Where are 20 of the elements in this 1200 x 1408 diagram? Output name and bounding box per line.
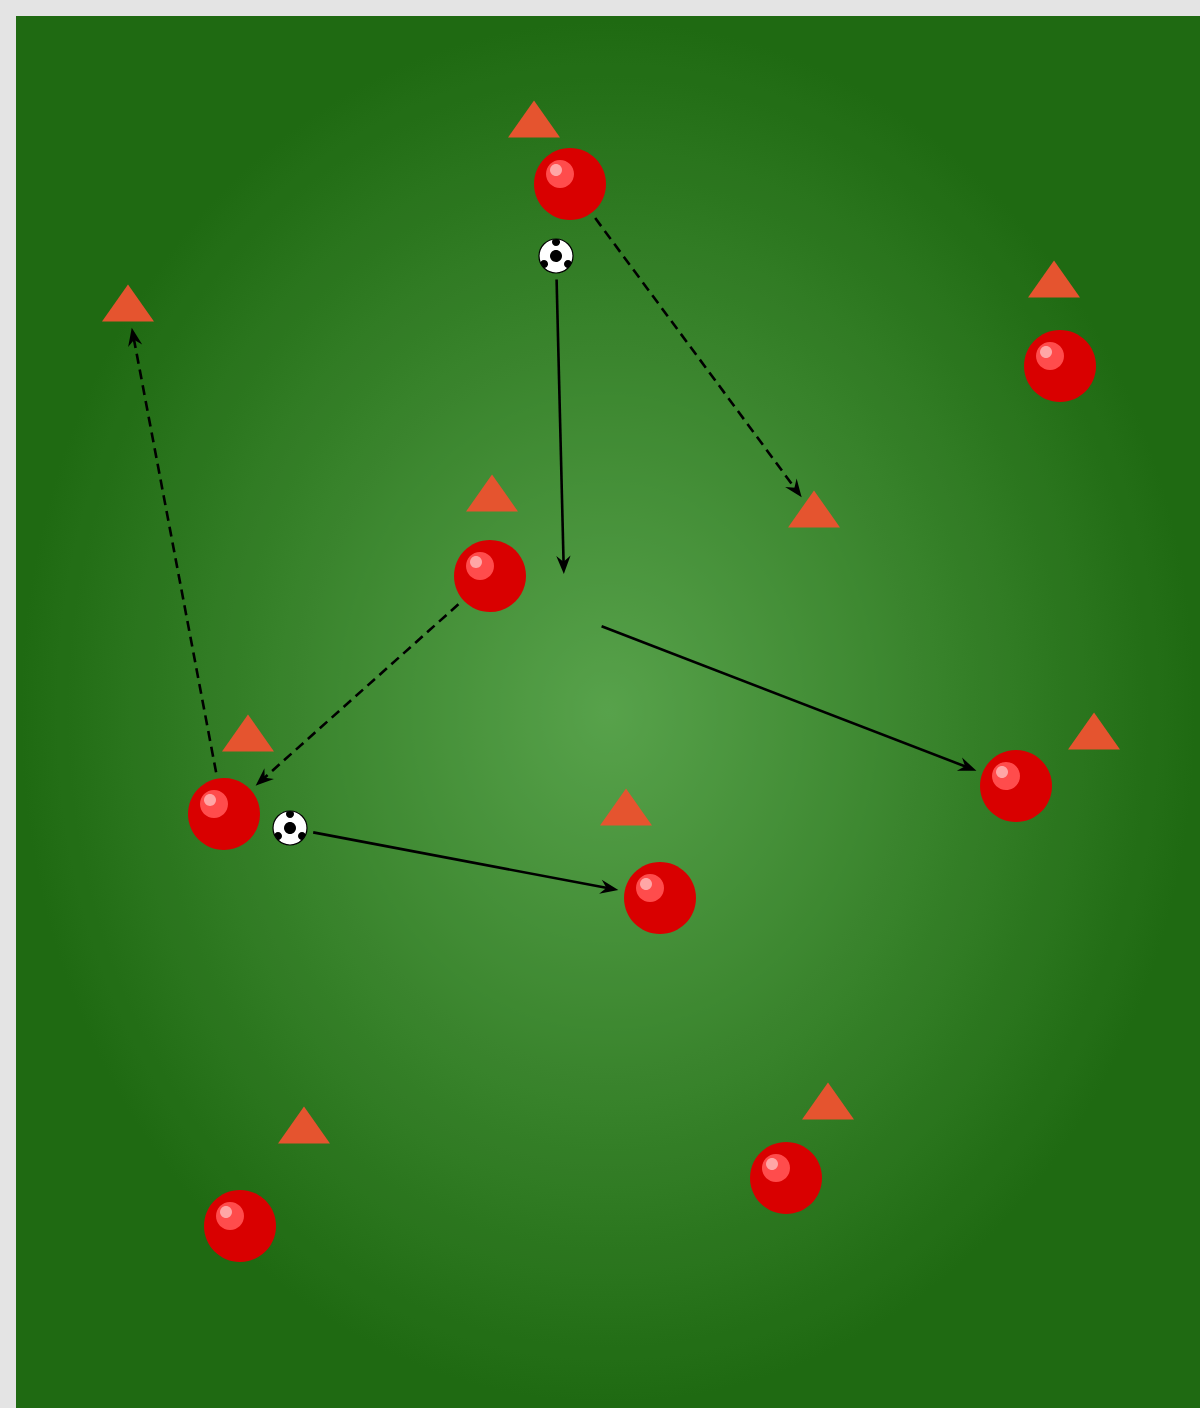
player-disc bbox=[980, 750, 1052, 822]
player-disc bbox=[534, 148, 606, 220]
player-disc bbox=[1024, 330, 1096, 402]
cone-marker bbox=[788, 490, 840, 528]
player-disc bbox=[624, 862, 696, 934]
cone-marker bbox=[802, 1082, 854, 1120]
cone-marker bbox=[1068, 712, 1120, 750]
cone-marker bbox=[102, 284, 154, 322]
cone-marker bbox=[1028, 260, 1080, 298]
ball-icon bbox=[272, 810, 308, 846]
cone-marker bbox=[600, 788, 652, 826]
cone-marker bbox=[466, 474, 518, 512]
cone-marker bbox=[508, 100, 560, 138]
player-disc bbox=[750, 1142, 822, 1214]
cone-marker bbox=[222, 714, 274, 752]
cone-marker bbox=[278, 1106, 330, 1144]
player-disc bbox=[204, 1190, 276, 1262]
ball-icon bbox=[538, 238, 574, 274]
player-disc bbox=[454, 540, 526, 612]
player-disc bbox=[188, 778, 260, 850]
